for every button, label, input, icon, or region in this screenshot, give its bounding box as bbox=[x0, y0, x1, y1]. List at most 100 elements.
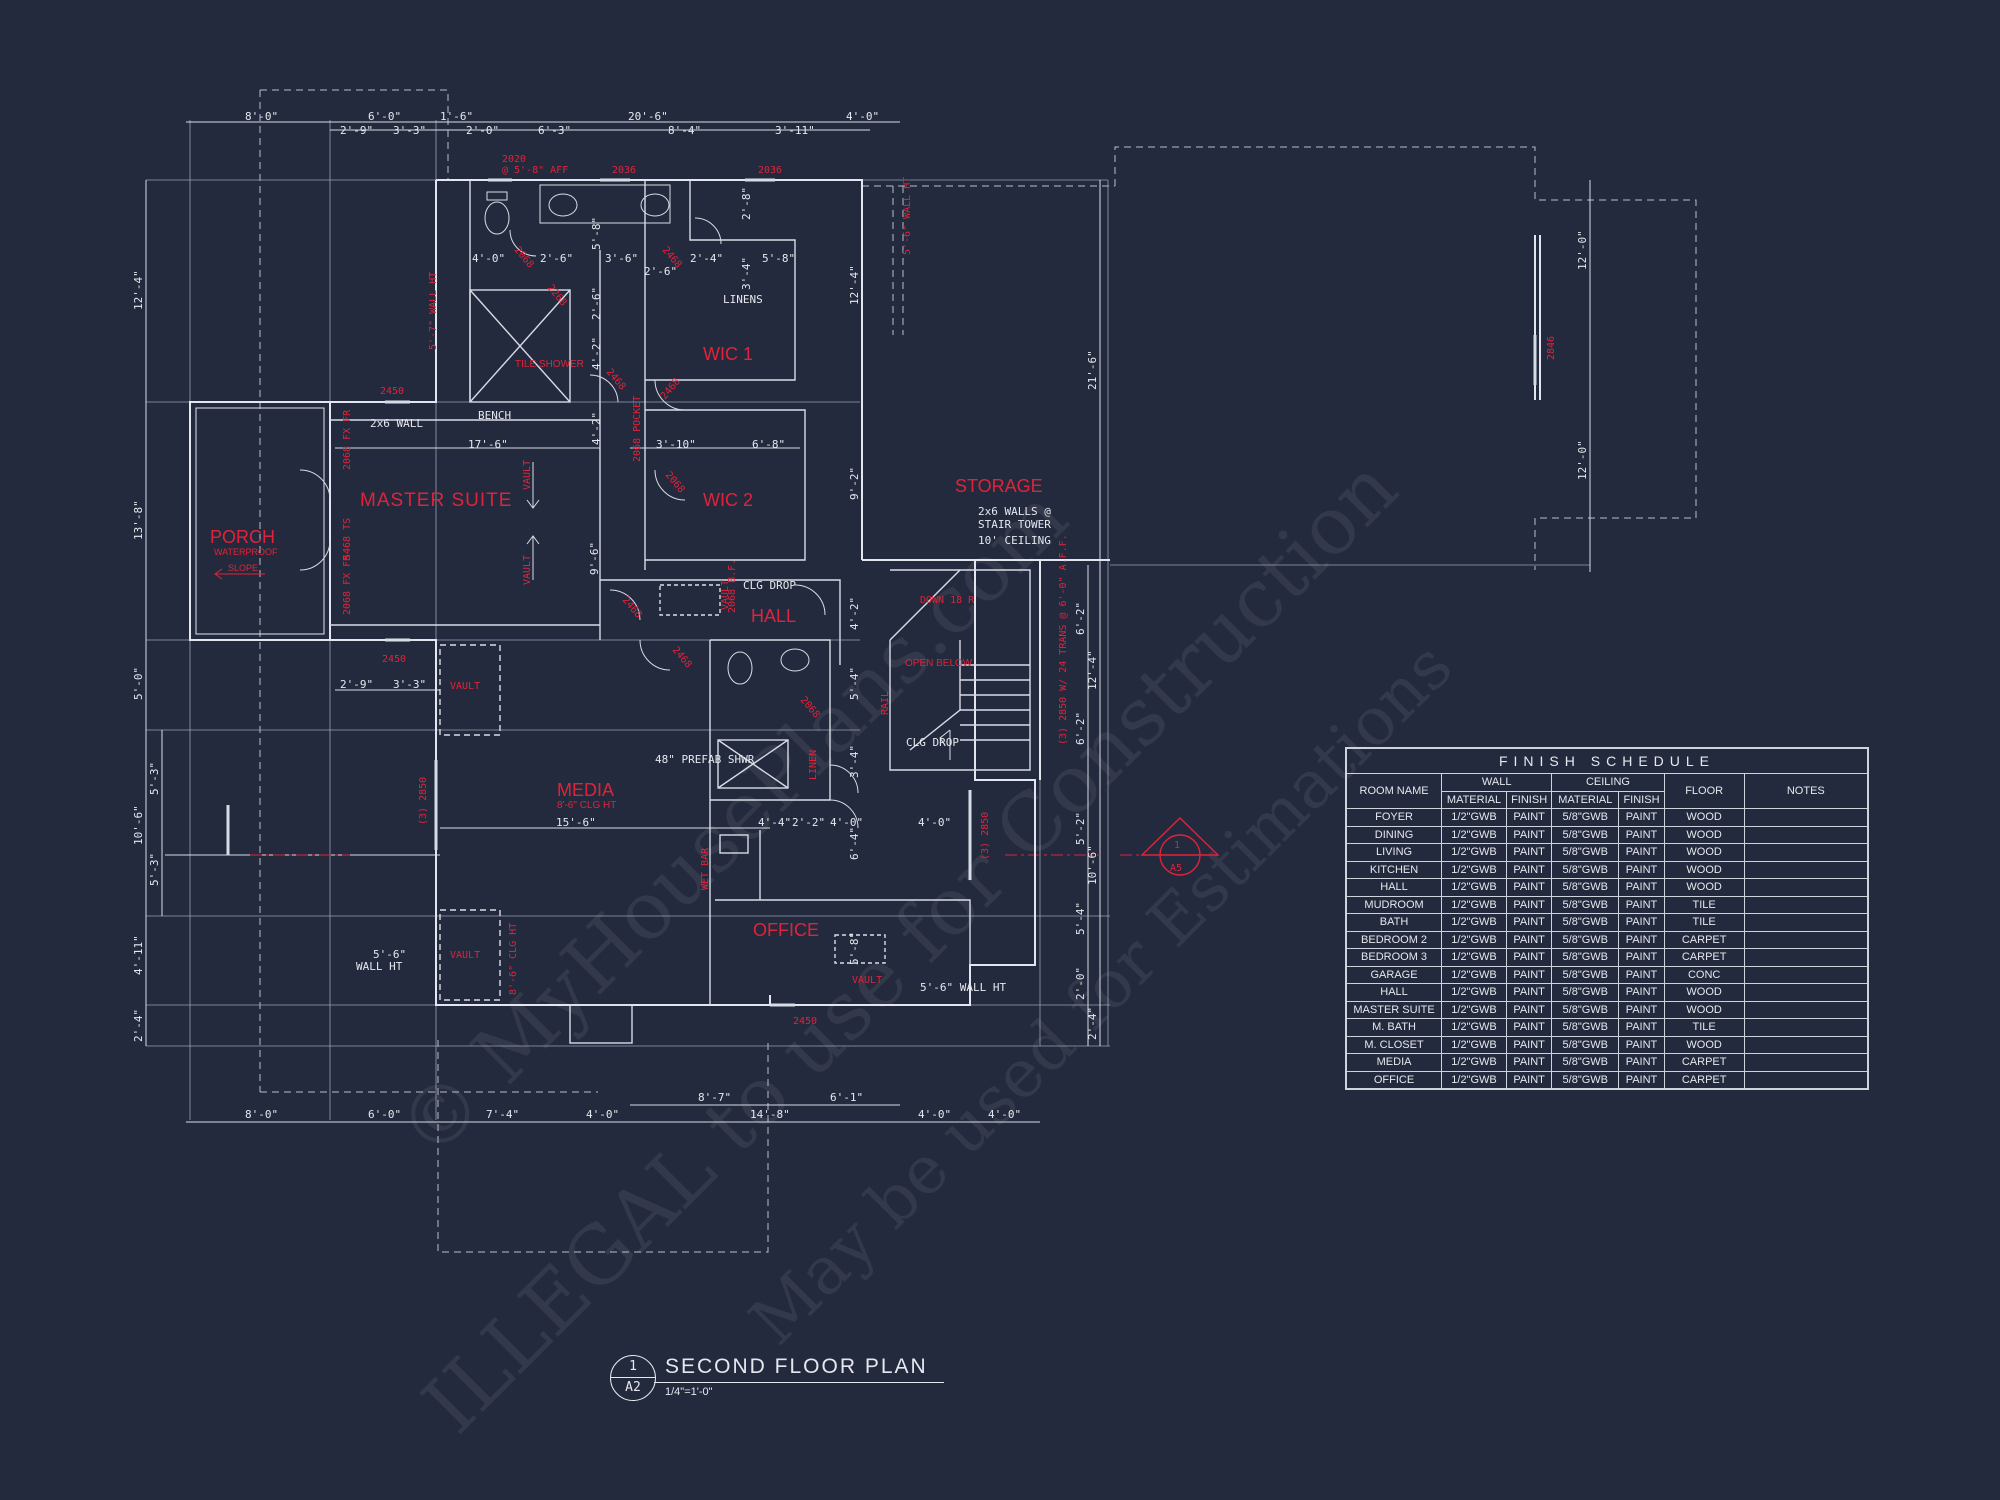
window-tag: (3) 2850 bbox=[418, 777, 429, 825]
down-tag: DOWN 18 R bbox=[920, 595, 975, 606]
vault-box-office bbox=[834, 934, 886, 964]
schedule-cell: 5/8"GWB bbox=[1551, 1070, 1620, 1089]
dim-label: 4'-2" bbox=[590, 337, 603, 370]
schedule-cell bbox=[1743, 965, 1869, 984]
schedule-cell: WOOD bbox=[1663, 843, 1745, 862]
dim-label: 3'-4" bbox=[740, 257, 753, 290]
stair-tower bbox=[889, 569, 1031, 771]
porch-outline bbox=[189, 401, 331, 641]
schedule-cell: 5/8"GWB bbox=[1551, 965, 1620, 984]
schedule-cell: 5/8"GWB bbox=[1551, 1018, 1620, 1037]
sink-icon bbox=[548, 193, 578, 217]
dim-label: 4'-0" bbox=[846, 110, 879, 123]
note-prefab-shwr: 48" PREFAB SHWR bbox=[655, 753, 755, 766]
schedule-cell: PAINT bbox=[1618, 1000, 1665, 1019]
pocket-tag: 2068 POCKET bbox=[632, 396, 643, 462]
section-marker-bottom: A5 bbox=[1170, 863, 1182, 874]
dim-label: 4'-0" bbox=[830, 816, 863, 829]
vault-tag: VAULT bbox=[450, 950, 480, 961]
dashed-outline-right-garage bbox=[1114, 146, 1697, 570]
walls bbox=[189, 179, 1541, 1006]
dim-label: 10'-6" bbox=[132, 805, 145, 845]
dim-label: 4'-0" bbox=[918, 816, 951, 829]
room-hall: HALL bbox=[751, 606, 796, 626]
vault-tag: VAULT bbox=[852, 975, 882, 986]
wet-bar-sink bbox=[719, 834, 749, 854]
schedule-cell: WOOD bbox=[1663, 878, 1745, 897]
schedule-cell: HALL bbox=[1345, 878, 1443, 897]
schedule-cell: 5/8"GWB bbox=[1551, 930, 1620, 949]
schedule-cell bbox=[1743, 878, 1869, 897]
schedule-cell bbox=[1743, 1000, 1869, 1019]
dim-label: 5'-8" bbox=[590, 217, 603, 250]
room-labels: MASTER SUITE PORCH WATERPROOF SLOPE WIC … bbox=[210, 344, 1043, 940]
clg-drop-box bbox=[659, 584, 721, 616]
schedule-cell: TILE bbox=[1663, 895, 1745, 914]
dim-label: 4'-11" bbox=[132, 935, 145, 975]
room-porch-note: WATERPROOF bbox=[214, 547, 278, 557]
dim-label: 4'-0" bbox=[988, 1108, 1021, 1121]
schedule-cell bbox=[1743, 948, 1869, 967]
dim-label: 2'-6" bbox=[590, 287, 603, 320]
dim-label: 2'-9" bbox=[340, 124, 373, 137]
stair-arrow-head bbox=[939, 729, 951, 746]
note-clg-drop-2: CLG DROP bbox=[906, 736, 959, 749]
schedule-header-room: ROOM NAME bbox=[1345, 773, 1443, 809]
dim-label: 2'-8" bbox=[740, 187, 753, 220]
schedule-cell: PAINT bbox=[1618, 878, 1665, 897]
dim-label: 2'-4" bbox=[1086, 1007, 1099, 1040]
detail-sheet: A2 bbox=[625, 1380, 641, 1395]
schedule-cell: PAINT bbox=[1505, 895, 1553, 914]
finish-schedule-table: FINISH SCHEDULE ROOM NAME WALL CEILING F… bbox=[1345, 748, 1869, 1089]
office-north bbox=[715, 899, 971, 965]
schedule-cell: 1/2"GWB bbox=[1441, 1070, 1507, 1089]
door-tag: 2468 bbox=[670, 645, 694, 671]
east-wall bbox=[770, 559, 1040, 1006]
schedule-cell bbox=[1743, 1018, 1869, 1037]
room-tile-shower: TILE SHOWER bbox=[515, 359, 584, 370]
schedule-cell bbox=[1743, 895, 1869, 914]
wall-ht-tag: 5'-6" WALL HT bbox=[902, 177, 913, 255]
room-porch-slope: SLOPE bbox=[228, 563, 258, 573]
schedule-cell bbox=[1743, 825, 1869, 844]
bath2-outline bbox=[710, 639, 831, 801]
schedule-cell: CARPET bbox=[1663, 948, 1745, 967]
schedule-cell: 1/2"GWB bbox=[1441, 1035, 1507, 1054]
room-media-note: 8'-6" CLG HT bbox=[557, 800, 616, 811]
dim-label: 3'-6" bbox=[605, 252, 638, 265]
dim-label: 8'-7" bbox=[698, 1091, 731, 1104]
door-swing bbox=[794, 584, 826, 616]
room-open-below: OPEN BELOW bbox=[905, 658, 973, 669]
door-swing bbox=[694, 217, 722, 245]
schedule-cell: WOOD bbox=[1663, 983, 1745, 1002]
schedule-cell: PAINT bbox=[1618, 808, 1665, 827]
sink-icon bbox=[780, 648, 810, 672]
schedule-cell: WOOD bbox=[1663, 808, 1745, 827]
porch-inner bbox=[195, 407, 325, 635]
schedule-header-notes: NOTES bbox=[1743, 773, 1869, 809]
schedule-header-ceiling: CEILING bbox=[1551, 773, 1665, 792]
window-tag: 2450 bbox=[382, 654, 406, 665]
detail-bubble: 1 A2 bbox=[610, 1355, 656, 1401]
note-bench: BENCH bbox=[478, 409, 511, 422]
shower-diagonal bbox=[717, 739, 789, 789]
schedule-cell: 1/2"GWB bbox=[1441, 843, 1507, 862]
vanity-counter bbox=[539, 184, 671, 224]
dim-label: 2'-6" bbox=[540, 252, 573, 265]
bf-tag: 2068 B.F. bbox=[727, 559, 738, 613]
schedule-cell: BATH bbox=[1345, 913, 1443, 932]
door-tag: 5468 TS bbox=[342, 518, 353, 560]
dim-label: 3'-11" bbox=[775, 124, 815, 137]
schedule-cell: 5/8"GWB bbox=[1551, 1053, 1620, 1072]
schedule-cell: GARAGE bbox=[1345, 965, 1443, 984]
dim-label: 4'-0" bbox=[918, 1108, 951, 1121]
schedule-cell: PAINT bbox=[1505, 843, 1553, 862]
schedule-cell: PAINT bbox=[1618, 913, 1665, 932]
dim-label: 12'-0" bbox=[1576, 230, 1589, 270]
dim-label: 12'-0" bbox=[1576, 440, 1589, 480]
schedule-cell: 5/8"GWB bbox=[1551, 825, 1620, 844]
